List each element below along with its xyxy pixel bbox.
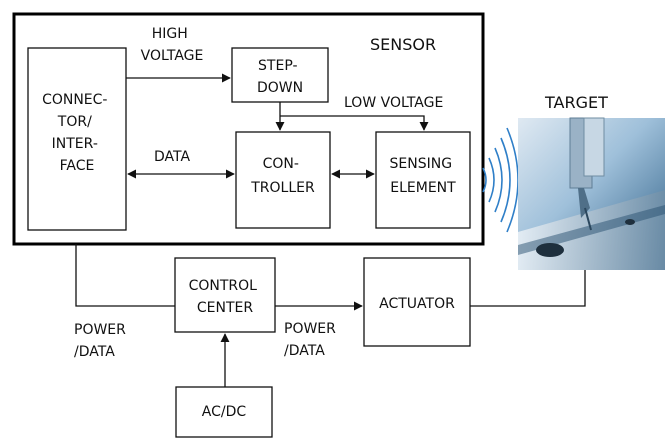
actuator-target-line <box>470 270 586 307</box>
controller-block <box>235 131 331 229</box>
step-down-label: STEP- DOWN <box>257 58 303 96</box>
actuator-block <box>363 257 471 347</box>
target-title: TARGET <box>544 93 608 112</box>
connector-interface-block <box>27 47 127 231</box>
sensing-element-block <box>375 131 471 229</box>
low-voltage-arrow <box>280 115 429 131</box>
controller-label: CON- TROLLER <box>250 156 315 196</box>
ac-dc-block <box>175 386 273 438</box>
low-voltage-label: LOW VOLTAGE <box>344 95 443 111</box>
connector-label: CONNEC- TOR/ INTER- FACE <box>42 92 112 174</box>
data-label: DATA <box>154 149 190 165</box>
target-photo <box>518 117 665 270</box>
control-center-block <box>174 257 276 333</box>
power-data-label-mid: POWER /DATA <box>284 321 340 359</box>
high-voltage-label: HIGH VOLTAGE <box>141 26 204 64</box>
actuator-label: ACTUATOR <box>379 296 455 312</box>
sensing-element-label: SENSING ELEMENT <box>390 156 457 196</box>
power-data-line-left <box>75 244 175 307</box>
signal-waves-icon <box>482 127 519 233</box>
ac-dc-label: AC/DC <box>202 404 247 420</box>
power-data-label-left: POWER /DATA <box>74 322 130 360</box>
sensor-title: SENSOR <box>370 35 436 54</box>
control-center-label: CONTROL CENTER <box>189 278 262 316</box>
sensor-frame <box>12 12 485 246</box>
